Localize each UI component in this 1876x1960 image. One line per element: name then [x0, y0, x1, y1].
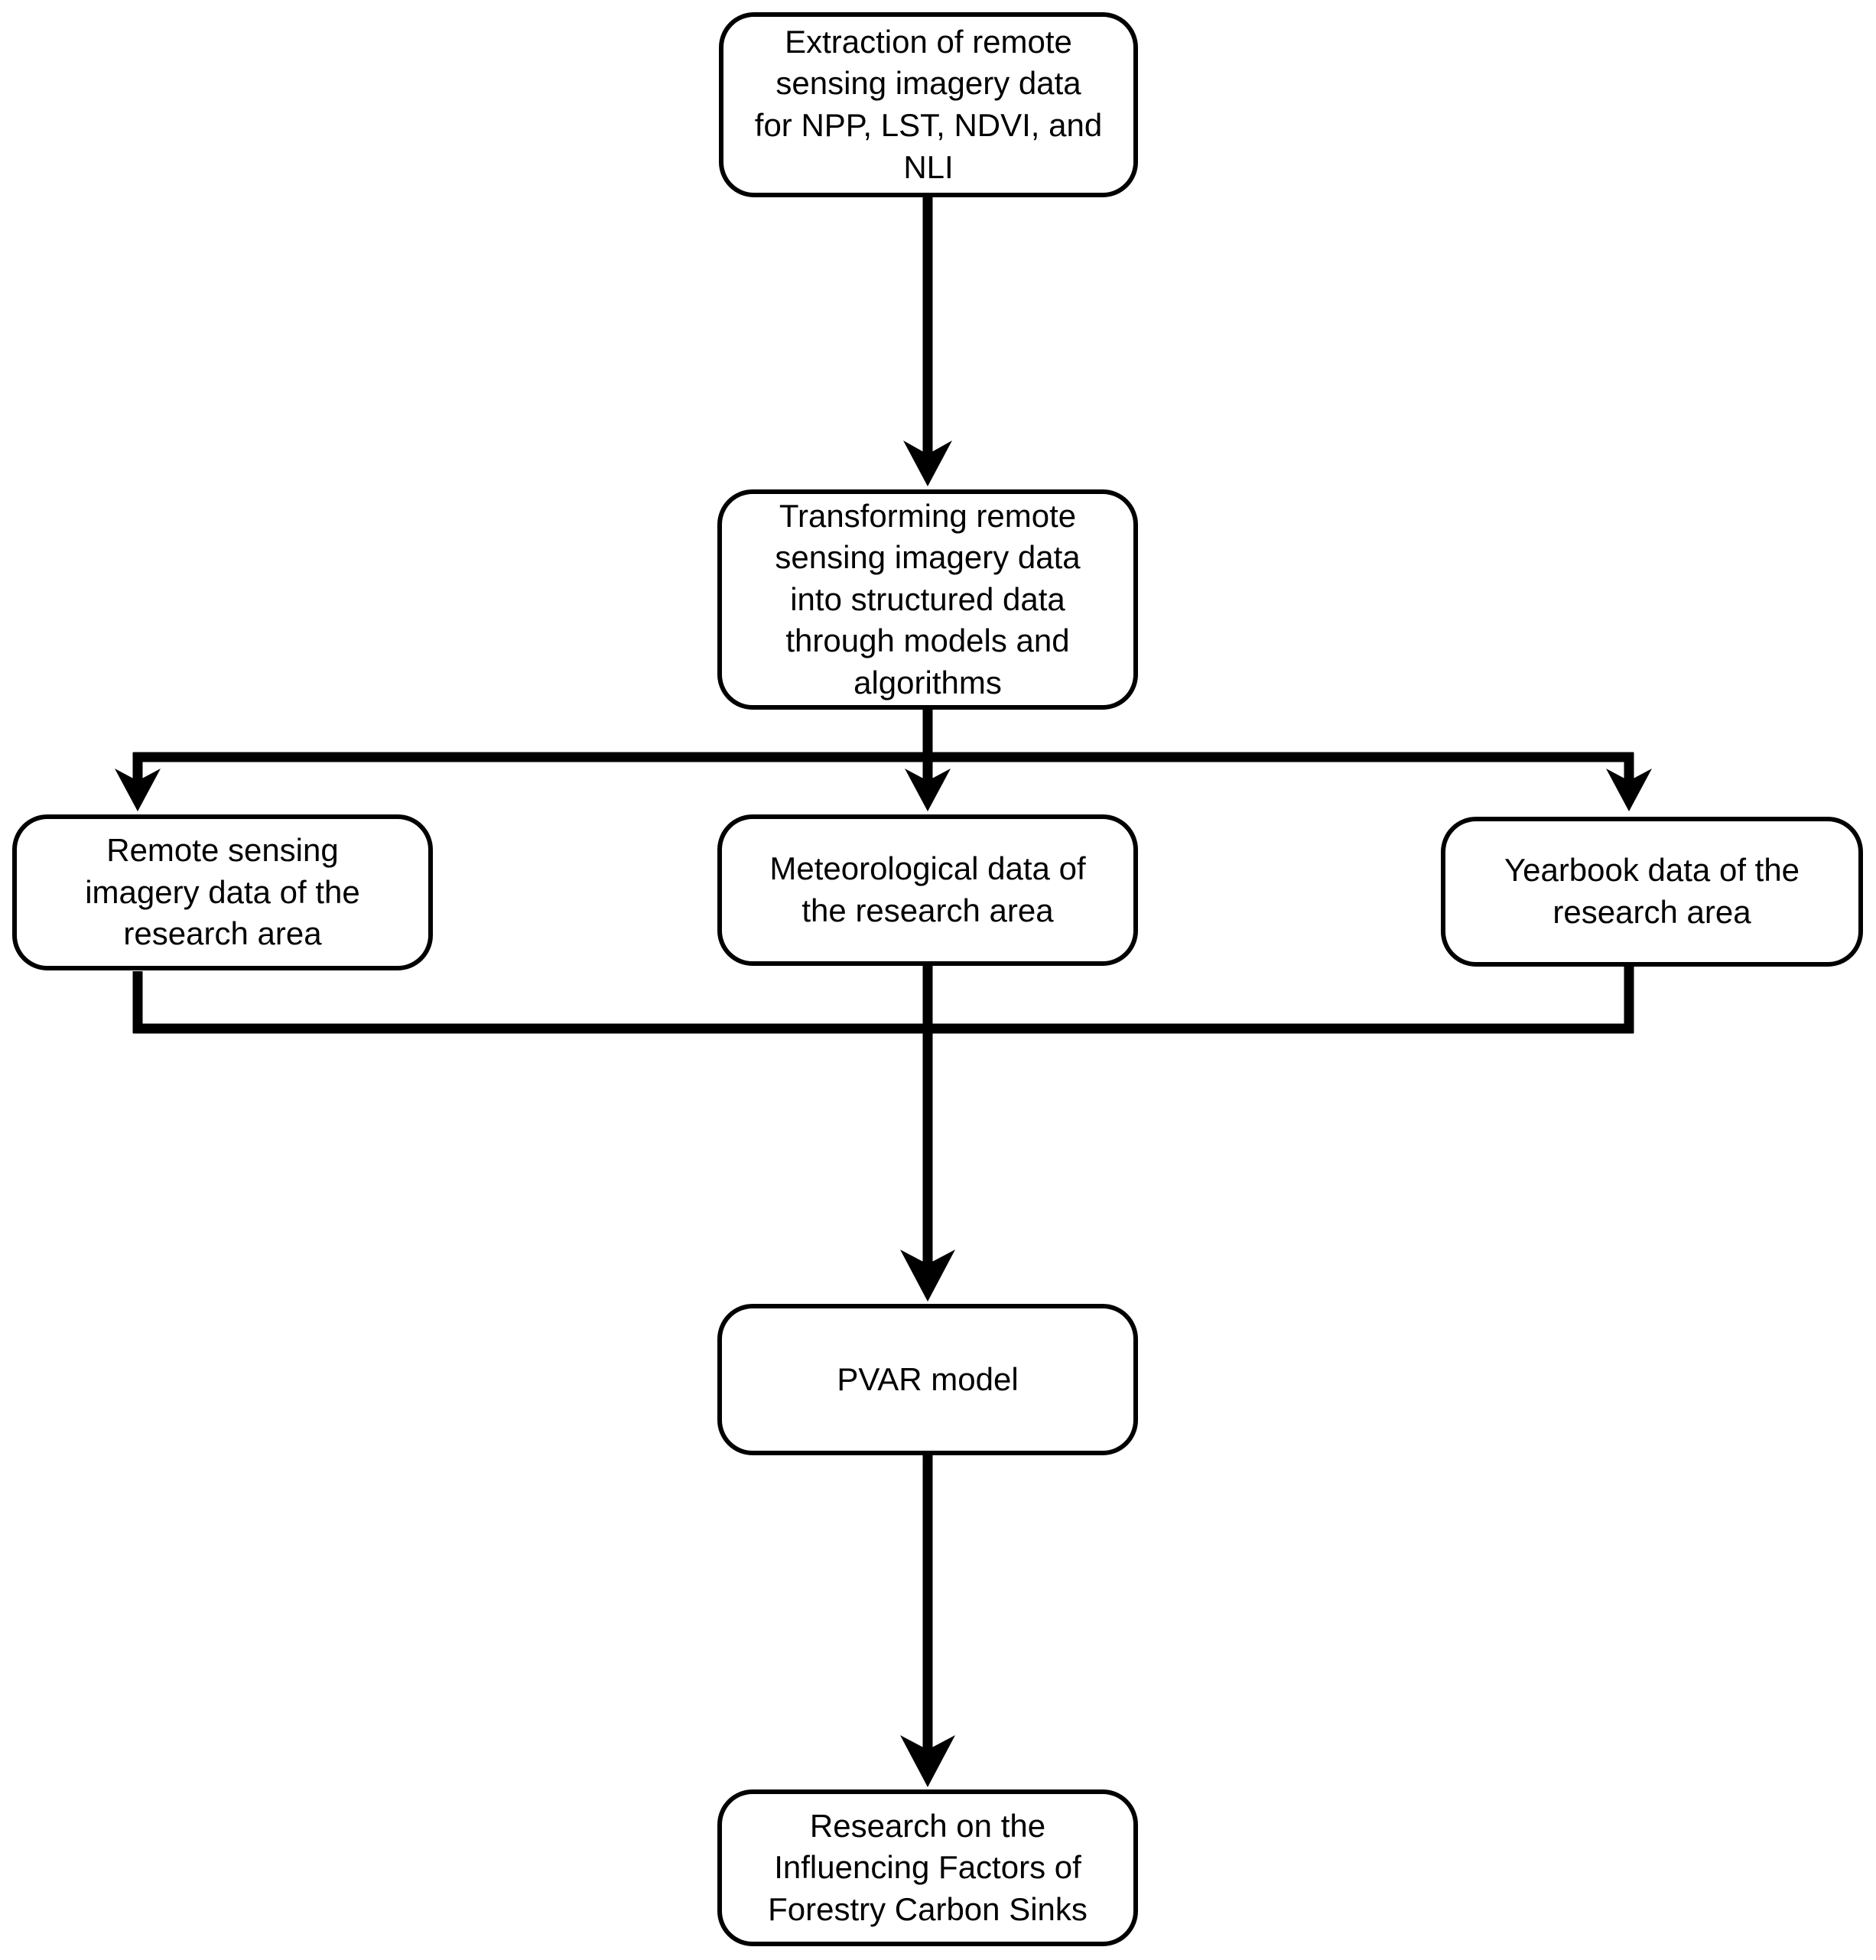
- node-pvar: PVAR model: [717, 1304, 1138, 1455]
- node-remote-sensing: Remote sensing imagery data of the resea…: [12, 814, 433, 970]
- arrowhead-research: [900, 1735, 955, 1787]
- node-yearbook: Yearbook data of the research area: [1441, 817, 1863, 967]
- arrowhead-pvar: [900, 1250, 955, 1302]
- node-transforming: Transforming remote sensing imagery data…: [717, 489, 1138, 710]
- arrowhead-yearbook: [1606, 769, 1652, 811]
- node-research: Research on the Influencing Factors of F…: [717, 1789, 1138, 1946]
- arrowhead-meteorological: [905, 769, 951, 811]
- node-meteorological: Meteorological data of the research area: [717, 814, 1138, 966]
- node-extraction: Extraction of remote sensing imagery dat…: [719, 12, 1138, 197]
- arrowhead-transforming: [903, 440, 952, 486]
- arrowhead-remote-sensing: [115, 769, 161, 811]
